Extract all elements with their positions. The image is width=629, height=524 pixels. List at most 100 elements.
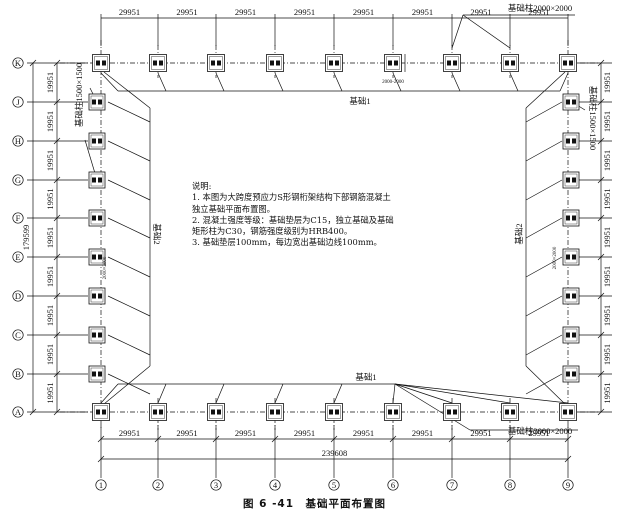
foundation-pad-left-column-right bbox=[98, 371, 102, 377]
top-spacing-label: 29951 bbox=[176, 7, 197, 17]
foundation2-right-leader bbox=[525, 295, 563, 317]
foundation-pad-bottom-inner bbox=[209, 405, 223, 419]
total-tick bbox=[97, 455, 105, 463]
top-spacing-label: 29951 bbox=[470, 7, 491, 17]
row-axis-J bbox=[12, 96, 24, 108]
bottom-spacing-label: 29951 bbox=[412, 428, 433, 438]
foundation-pad-right-outline bbox=[562, 287, 580, 305]
column-axis-9-label: 9 bbox=[566, 480, 570, 490]
foundation-pad-top-column-left bbox=[329, 60, 333, 66]
foundation-pad-bottom bbox=[92, 403, 110, 421]
foundation-pad-right-outline bbox=[562, 248, 580, 266]
foundation-pad-right-column-right bbox=[572, 254, 576, 260]
foundation-pad-top-inner bbox=[386, 56, 400, 70]
foundation-pad-right-inner bbox=[564, 289, 578, 303]
foundation1-bottom-leader bbox=[100, 383, 119, 404]
foundation-pad-right bbox=[562, 93, 580, 111]
foundation-pad-left bbox=[88, 171, 106, 189]
right-tick bbox=[597, 176, 605, 184]
foundation-pad-bottom-inner bbox=[151, 405, 165, 419]
foundation-pad-right bbox=[562, 365, 580, 383]
foundation-pad-right bbox=[562, 248, 580, 266]
foundation-pad-left-inner bbox=[90, 289, 104, 303]
foundation-pad-left-inner bbox=[90, 211, 104, 225]
column-label-bottom-right: 基础柱2000×2000 bbox=[508, 426, 572, 436]
left-spacing-label: 19951 bbox=[45, 150, 55, 171]
foundation2-right-leader bbox=[525, 365, 566, 405]
foundation2-right-leader bbox=[525, 140, 563, 162]
foundation2-left-leader bbox=[107, 256, 151, 278]
foundation-pad-top-column-left bbox=[270, 60, 274, 66]
foundation-pad-left-column-left bbox=[92, 177, 96, 183]
foundation1-bottom-leader bbox=[333, 383, 343, 404]
foundation-pad-bottom-column-right bbox=[217, 409, 221, 415]
foundation-pad-left-column-left bbox=[92, 254, 96, 260]
row-axis-G-label: G bbox=[15, 175, 21, 185]
foundation2-right-leader bbox=[525, 71, 566, 109]
left-spacing-label: 19951 bbox=[45, 266, 55, 287]
row-axis-D bbox=[12, 290, 24, 302]
foundation1-top-leader bbox=[333, 72, 343, 92]
foundation-pad-top-outline bbox=[266, 54, 284, 72]
foundation-pad-top-column-left bbox=[505, 60, 509, 66]
notes-line-1: 1. 本图为大跨度预应力S形钢桁架结构下部钢筋混凝土 bbox=[192, 192, 391, 203]
foundation-pad-left-column-left bbox=[92, 215, 96, 221]
notes-line-2: 独立基础平面布置图。 bbox=[192, 203, 275, 214]
foundation-pad-right-inner bbox=[564, 95, 578, 109]
foundation-pad-bottom-column-left bbox=[388, 409, 392, 415]
foundation-pad-top-inner bbox=[209, 56, 223, 70]
foundation-pad-bottom bbox=[443, 403, 461, 421]
col-top-right-leader bbox=[462, 14, 511, 49]
bottom-spacing-label: 29951 bbox=[119, 428, 140, 438]
row-axis-F bbox=[12, 212, 24, 224]
foundation1-bottom-label: 基础1 bbox=[355, 372, 376, 382]
row-axis-K-label: K bbox=[15, 58, 22, 68]
foundation-pad-top-column-right bbox=[335, 60, 339, 66]
foundation-pad-top-column-right bbox=[453, 60, 457, 66]
pad-dimension-right: 2000×2000 bbox=[553, 246, 558, 269]
foundation-pad-left bbox=[88, 132, 106, 150]
foundation-pad-bottom-inner bbox=[503, 405, 517, 419]
foundation-pad-right-inner bbox=[564, 134, 578, 148]
row-axis-K bbox=[12, 57, 24, 69]
figure-caption: 图 6 -41 基础平面布置图 bbox=[242, 498, 387, 510]
foundation2-left-leader bbox=[107, 179, 151, 201]
left-spacing-label: 19951 bbox=[45, 111, 55, 132]
foundation-pad-right-column-left bbox=[566, 215, 570, 221]
left-tick bbox=[53, 331, 61, 339]
foundation1-top-leader bbox=[392, 72, 402, 92]
foundation1-bottom-leader bbox=[274, 383, 284, 404]
foundation-pad-bottom-column-right bbox=[276, 409, 280, 415]
column-axis-7 bbox=[446, 479, 458, 491]
foundation2-right-leader bbox=[525, 256, 563, 278]
right-spacing-label: 19951 bbox=[602, 305, 612, 326]
notes-line-3: 2. 混凝土强度等级：基础垫层为C15，独立基础及基础 bbox=[192, 214, 394, 225]
right-spacing-label: 19951 bbox=[602, 344, 612, 365]
foundation-pad-top-column-left bbox=[388, 60, 392, 66]
foundation2-left-leader bbox=[107, 217, 151, 239]
column-axis-1-label: 1 bbox=[99, 480, 103, 490]
foundation-pad-top bbox=[384, 54, 402, 72]
column-axis-6 bbox=[387, 479, 399, 491]
column-axis-3 bbox=[210, 479, 222, 491]
foundation-pad-right-column-left bbox=[566, 371, 570, 377]
foundation-pad-bottom-outline bbox=[149, 403, 167, 421]
foundation-pad-right-inner bbox=[564, 367, 578, 381]
foundation-pad-left-column-left bbox=[92, 332, 96, 338]
row-axis-G bbox=[12, 174, 24, 186]
foundation-pad-right bbox=[562, 326, 580, 344]
foundation-pad-right bbox=[562, 132, 580, 150]
foundation-pad-right-column-left bbox=[566, 138, 570, 144]
foundation-pad-bottom-outline bbox=[325, 403, 343, 421]
column-axis-4 bbox=[269, 479, 281, 491]
foundation-pad-bottom-outline bbox=[384, 403, 402, 421]
design-notes: 说明: 1. 本图为大跨度预应力S形钢桁架结构下部钢筋混凝土 独立基础平面布置图… bbox=[192, 181, 432, 249]
foundation-pad-top bbox=[443, 54, 461, 72]
foundation-pad-top-column-right bbox=[217, 60, 221, 66]
foundation2-left-leader bbox=[107, 334, 151, 356]
right-tick bbox=[597, 214, 605, 222]
foundation2-left-leader bbox=[107, 295, 151, 317]
row-axis-H-label: H bbox=[15, 136, 21, 146]
left-tick bbox=[53, 292, 61, 300]
